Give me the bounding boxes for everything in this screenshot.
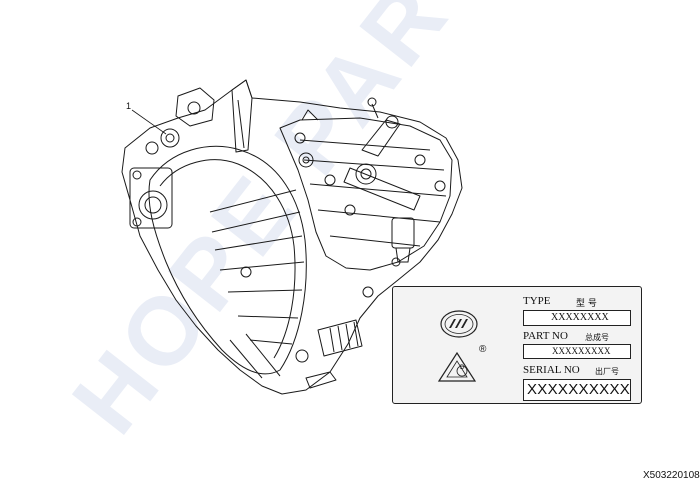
serial-field: XXXXXXXXXX — [523, 379, 631, 401]
serial-value: XXXXXXXXXX — [527, 381, 631, 398]
serial-label: SERIAL NO — [523, 364, 580, 376]
triangle-mark-icon — [437, 351, 477, 382]
registered-icon: ® — [479, 344, 487, 355]
callout-leader — [131, 109, 167, 135]
serial-cn-label: 出厂号 — [595, 367, 619, 376]
transmission-drawing — [121, 79, 463, 395]
type-value: XXXXXXXX — [551, 312, 609, 323]
part-value: XXXXXXXXX — [552, 346, 611, 356]
type-cn-label: 型 号 — [576, 299, 597, 309]
part-label: PART NO — [523, 330, 568, 342]
brand-logo-icon — [440, 310, 478, 338]
mark-letter: D — [460, 365, 465, 371]
callout-number: 1 — [126, 101, 131, 111]
type-field: XXXXXXXX — [523, 310, 631, 326]
type-label: TYPE — [523, 295, 551, 307]
part-cn-label: 总成号 — [585, 333, 609, 342]
part-field: XXXXXXXXX — [523, 344, 631, 359]
nameplate: D ® TYPE 型 号 XXXXXXXX PART NO 总成号 XXXXXX… — [392, 286, 642, 404]
drawing-code: X503220108 — [643, 470, 700, 481]
